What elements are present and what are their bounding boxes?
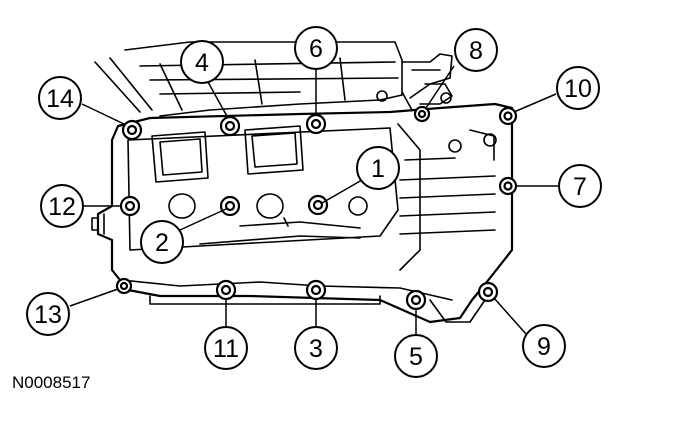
leader-14 — [81, 103, 125, 125]
bolt-3 — [305, 279, 327, 301]
callout-10: 10 — [556, 66, 600, 110]
bolt-heads — [115, 105, 518, 311]
callout-4: 4 — [180, 40, 224, 84]
callout-9: 9 — [522, 324, 566, 368]
svg-text:3: 3 — [309, 335, 323, 363]
svg-text:1: 1 — [371, 155, 385, 183]
figure-id: N0008517 — [12, 373, 90, 392]
leader-1 — [321, 179, 363, 204]
bolt-11 — [215, 279, 237, 301]
bolt-5 — [405, 289, 427, 311]
bolt-4 — [219, 115, 241, 137]
svg-text:13: 13 — [34, 301, 62, 329]
svg-text:12: 12 — [48, 193, 76, 221]
svg-text:4: 4 — [195, 49, 209, 77]
leader-lines — [69, 65, 558, 335]
callout-3: 3 — [294, 326, 338, 370]
svg-text:11: 11 — [213, 335, 239, 363]
bolt-14 — [121, 119, 143, 141]
leader-10 — [513, 93, 557, 113]
bolt-13 — [115, 277, 133, 295]
svg-text:9: 9 — [537, 333, 551, 361]
leader-4 — [207, 81, 229, 119]
svg-text:7: 7 — [573, 173, 587, 201]
bolt-2 — [219, 195, 241, 217]
svg-text:6: 6 — [309, 35, 323, 63]
callout-5: 5 — [394, 334, 438, 378]
svg-text:10: 10 — [564, 75, 592, 103]
leader-2 — [179, 208, 227, 231]
bolt-9 — [477, 281, 499, 303]
bolt-8 — [413, 105, 431, 123]
callout-13: 13 — [26, 292, 70, 336]
callout-11: 11 — [204, 326, 248, 370]
callout-14: 14 — [38, 76, 82, 120]
leader-9 — [493, 297, 527, 335]
valve-cover-body — [96, 102, 514, 324]
bolt-12 — [119, 195, 141, 217]
bolt-6 — [305, 113, 327, 135]
callouts: 1 2 3 4 5 6 7 8 — [26, 26, 602, 378]
svg-text:8: 8 — [469, 37, 483, 65]
engine-background-art — [94, 41, 461, 117]
leader-13 — [69, 288, 119, 307]
bolt-1 — [307, 194, 329, 216]
svg-text:5: 5 — [409, 343, 423, 371]
callout-2: 2 — [140, 220, 184, 264]
callout-12: 12 — [40, 184, 84, 228]
bolt-10 — [498, 106, 518, 126]
callout-1: 1 — [356, 146, 400, 190]
bolt-7 — [498, 176, 518, 196]
svg-text:2: 2 — [155, 229, 169, 257]
callout-6: 6 — [294, 26, 338, 70]
leader-8 — [425, 65, 455, 109]
valve-cover-details — [91, 123, 497, 323]
callout-7: 7 — [558, 164, 602, 208]
svg-text:14: 14 — [46, 85, 74, 113]
callout-8: 8 — [454, 28, 498, 72]
